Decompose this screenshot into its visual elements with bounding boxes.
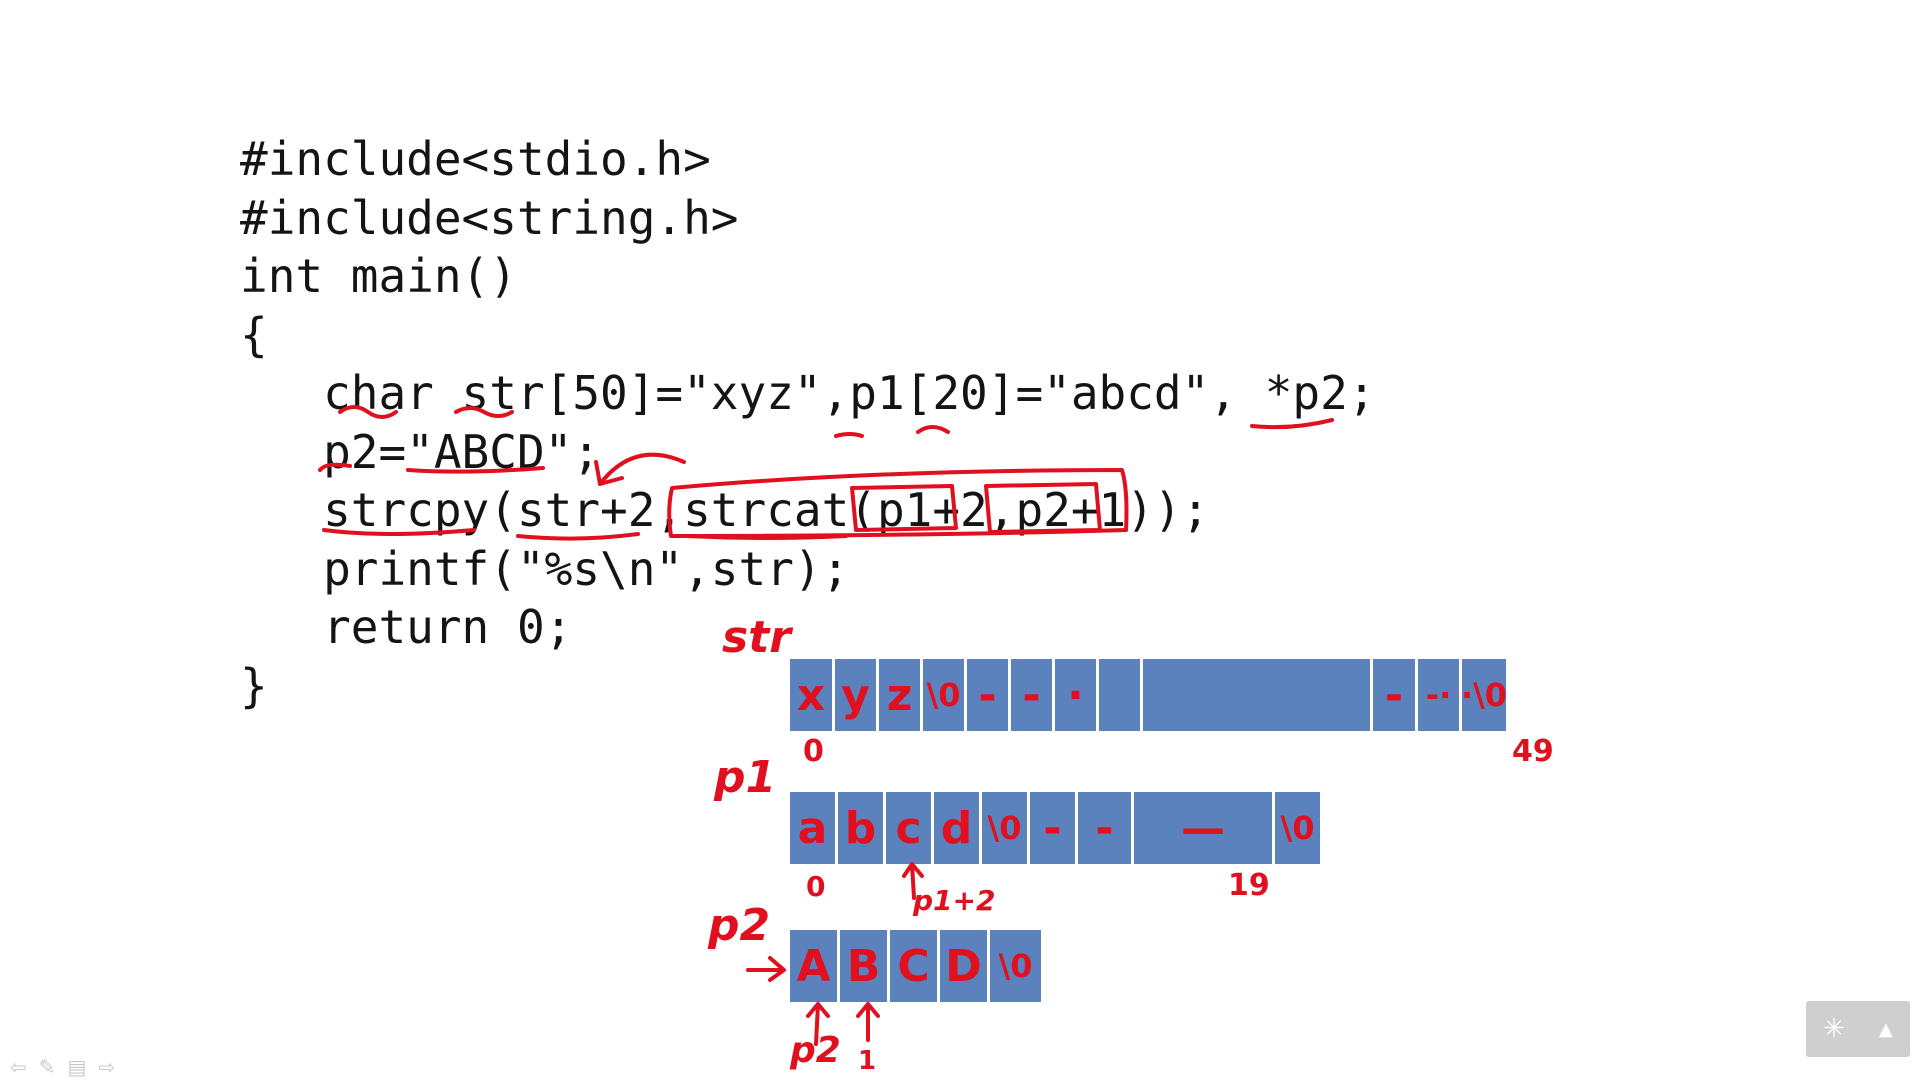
p2-pointer-label-2: 1 <box>858 1046 877 1076</box>
code-line-5: char str[50]="xyz",p1[20]="abcd", *p2; <box>240 366 1376 420</box>
code-listing: #include<stdio.h> #include<string.h> int… <box>240 130 1375 715</box>
code-line-2: #include<string.h> <box>240 190 739 245</box>
p2-label-arrow <box>746 956 786 982</box>
p1-cell-6: - <box>1078 792 1134 864</box>
p1-cell-8: \0 <box>1275 792 1320 864</box>
back-icon[interactable]: ⇦ <box>10 1055 27 1079</box>
p1-plus-2-box <box>850 484 958 532</box>
p2-plus-1-box <box>984 482 1102 534</box>
str-cell-7 <box>1099 659 1143 731</box>
up-arrow-icon[interactable]: ▲ <box>1879 1018 1893 1040</box>
code-line-6: p2="ABCD"; <box>240 424 601 479</box>
underline-p1 <box>834 432 864 438</box>
loading-icon[interactable]: ✳ <box>1823 1014 1845 1044</box>
p1-cell-0: a <box>790 792 838 864</box>
str-cell-9: - <box>1373 659 1418 731</box>
str-array: x y z \0 - - · - -· ·\0 <box>790 659 1507 731</box>
str-start-index: 0 <box>803 734 824 769</box>
str-cell-10: -· <box>1418 659 1462 731</box>
str-cell-0: x <box>790 659 835 731</box>
curved-arrow <box>594 452 686 486</box>
p1-plus-2-arrow <box>902 862 924 900</box>
player-widget[interactable]: ✳ ▲ <box>1806 1001 1910 1057</box>
code-line-1: #include<stdio.h> <box>240 132 711 186</box>
str-cell-6: · <box>1055 659 1099 731</box>
p1-array: a b c d \0 - - — \0 <box>790 792 1320 864</box>
pen-icon[interactable]: ✎ <box>38 1055 56 1079</box>
forward-icon[interactable]: ⇨ <box>98 1055 116 1079</box>
underline-p2-decl <box>1250 418 1334 430</box>
str-end-index: 49 <box>1512 734 1554 769</box>
p1-cell-4: \0 <box>982 792 1030 864</box>
p1-cell-7: — <box>1134 792 1275 864</box>
p2-cell-1: B <box>840 930 890 1002</box>
p1-cell-2: c <box>886 792 934 864</box>
p1-pointer-label: p1+2 <box>913 884 996 917</box>
p2-label: p2 <box>708 900 771 951</box>
p2-pointer-arrow-1 <box>806 1002 830 1046</box>
p1-cell-3: d <box>934 792 982 864</box>
p2-cell-2: C <box>890 930 940 1002</box>
underline-str-plus-2 <box>516 532 640 541</box>
strcat-call-box <box>667 468 1129 538</box>
p1-cell-5: - <box>1030 792 1078 864</box>
p2-cell-0: A <box>790 930 840 1002</box>
p1-cell-1: b <box>838 792 886 864</box>
p2-array: A B C D \0 <box>790 930 1041 1002</box>
p1-start-index: 0 <box>806 870 826 903</box>
slideshow-nav: ⇦ ✎ ▤ ⇨ <box>10 1055 115 1079</box>
code-line-3: int main() <box>240 249 517 303</box>
str-cell-5: - <box>1011 659 1055 731</box>
str-cell-2: z <box>879 659 923 731</box>
code-line-7: strcpy(str+2,strcat(p1+2,p2+1)); <box>240 483 1210 537</box>
p2-cell-4: \0 <box>990 930 1041 1002</box>
str-cell-3: \0 <box>923 659 967 731</box>
underline-ABCD <box>406 466 545 474</box>
str-cell-11: ·\0 <box>1461 659 1507 731</box>
str-cell-1: y <box>835 659 879 731</box>
underline-str <box>454 406 514 418</box>
code-line-8: printf("%s\n",str); <box>240 541 850 596</box>
underline-p2-assign <box>318 462 352 472</box>
code-line-10: } <box>240 658 268 713</box>
str-cell-8 <box>1143 659 1373 731</box>
p1-end-index: 19 <box>1228 868 1270 903</box>
underline-20 <box>916 425 950 434</box>
str-label: str <box>722 612 791 663</box>
str-cell-4: - <box>967 659 1011 731</box>
code-line-9: return 0; <box>240 600 573 654</box>
p2-cell-3: D <box>940 930 990 1002</box>
underline-char <box>338 405 398 419</box>
p1-label: p1 <box>714 752 777 803</box>
p2-pointer-arrow-2 <box>856 1002 880 1042</box>
code-line-4: { <box>240 307 268 362</box>
underline-strcpy <box>322 528 476 536</box>
menu-icon[interactable]: ▤ <box>67 1055 87 1079</box>
